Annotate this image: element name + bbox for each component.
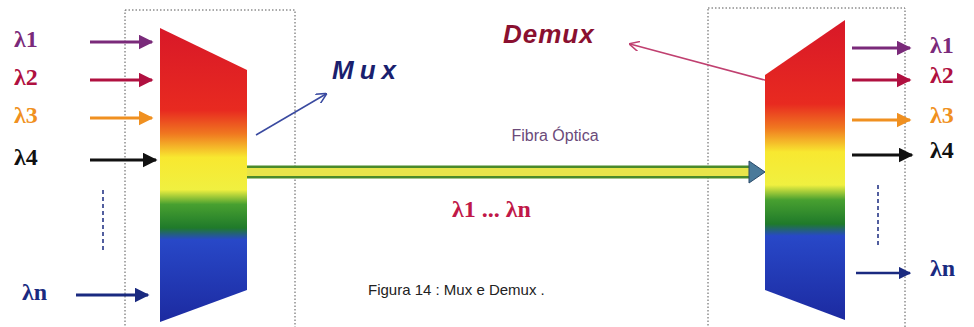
wavelength-label: λn <box>22 279 47 305</box>
prism-shape <box>765 20 845 320</box>
leader-arrow <box>630 44 772 82</box>
figure-caption: Figura 14 : Mux e Demux . <box>368 282 545 299</box>
output-arrow <box>852 79 910 82</box>
demux-label: Demux <box>503 20 595 49</box>
wavelength-label: λ2 <box>930 62 954 88</box>
input-arrow <box>90 117 152 120</box>
leader-arrow <box>256 94 326 135</box>
output-arrow <box>852 119 910 122</box>
input-arrow <box>90 79 152 82</box>
wavelength-label: λ4 <box>930 137 954 163</box>
input-arrow <box>76 294 148 297</box>
wavelength-label: λ1 <box>930 32 954 58</box>
demux-prism: Demux <box>765 20 845 320</box>
ellipsis-dash <box>877 185 879 248</box>
fiber-core <box>247 168 749 176</box>
wavelength-label: λ1 ... λn <box>452 196 531 222</box>
wavelength-label: λ3 <box>14 102 38 128</box>
input-arrow <box>90 159 156 162</box>
wavelength-label: λ3 <box>930 102 954 128</box>
prism-shape <box>765 20 845 320</box>
arrow-head <box>749 161 765 183</box>
output-arrow <box>852 154 912 157</box>
wavelength-label: λ1 <box>14 26 38 52</box>
mux-prism: Mux <box>160 28 247 322</box>
optical-fiber <box>247 161 765 183</box>
wavelength-label: λn <box>930 255 955 281</box>
fiber-cladding <box>247 166 749 179</box>
prism-shape <box>160 28 247 322</box>
mux-label: Mux <box>332 56 402 85</box>
output-arrow <box>852 47 910 50</box>
prism-shape <box>160 28 247 322</box>
edge-label: Fibra Óptica <box>509 127 600 145</box>
input-arrow <box>90 41 152 44</box>
wavelength-label: λ2 <box>14 64 38 90</box>
ellipsis-dash <box>102 190 104 252</box>
wavelength-label: λ4 <box>14 144 38 170</box>
output-arrow <box>856 272 910 275</box>
